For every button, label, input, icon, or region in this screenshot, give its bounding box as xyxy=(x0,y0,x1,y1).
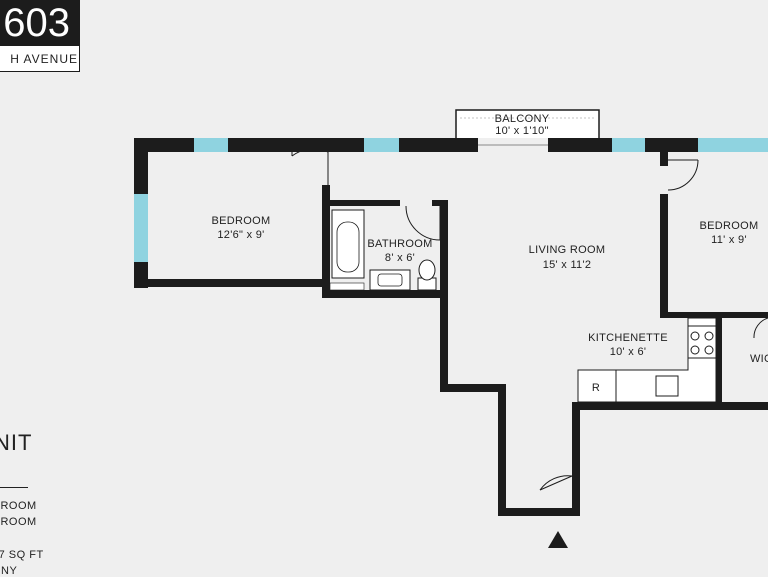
legend-square-feet: 57 SQ FT xyxy=(0,549,44,561)
legend-balcony: ONY xyxy=(0,565,18,577)
living-room-name: LIVING ROOM xyxy=(529,244,606,256)
fridge xyxy=(577,369,617,403)
bedroom-right-name: BEDROOM xyxy=(700,220,759,232)
windows xyxy=(134,138,768,262)
legend-title: NIT xyxy=(0,430,33,455)
bathroom-name: BATHROOM xyxy=(367,238,432,250)
fridge-label: R xyxy=(592,382,600,394)
stove xyxy=(687,325,717,359)
bedroom-left-dims: 12'6" x 9' xyxy=(217,229,264,241)
bathtub-basin xyxy=(336,221,360,273)
bedroom-left-name: BEDROOM xyxy=(212,215,271,227)
unit-street: H AVENUE xyxy=(10,52,78,66)
wic-name: WIC xyxy=(750,353,768,365)
living-room-dims: 15' x 11'2 xyxy=(543,259,592,271)
entry-arrow-icon xyxy=(548,531,568,548)
legend-divider xyxy=(0,487,28,488)
interior-walls xyxy=(322,152,768,408)
door-swings xyxy=(291,148,768,491)
bathroom-dims: 8' x 6' xyxy=(385,252,415,264)
bathroom-sink xyxy=(369,269,411,291)
bedroom-right-dims: 11' x 9' xyxy=(711,234,747,246)
balcony-dims: 10' x 1'10" xyxy=(495,125,549,137)
exterior-walls xyxy=(134,138,768,516)
legend-bathroom-count: HROOM xyxy=(0,516,37,528)
legend-bedroom-count: DROOM xyxy=(0,500,37,512)
balcony-name: BALCONY xyxy=(495,113,550,125)
unit-number: 603 xyxy=(0,0,80,46)
kitchenette-dims: 10' x 6' xyxy=(610,346,647,358)
balcony-outline xyxy=(455,109,600,141)
kitchenette-name: KITCHENETTE xyxy=(588,332,668,344)
kitchen-sink xyxy=(655,375,679,397)
